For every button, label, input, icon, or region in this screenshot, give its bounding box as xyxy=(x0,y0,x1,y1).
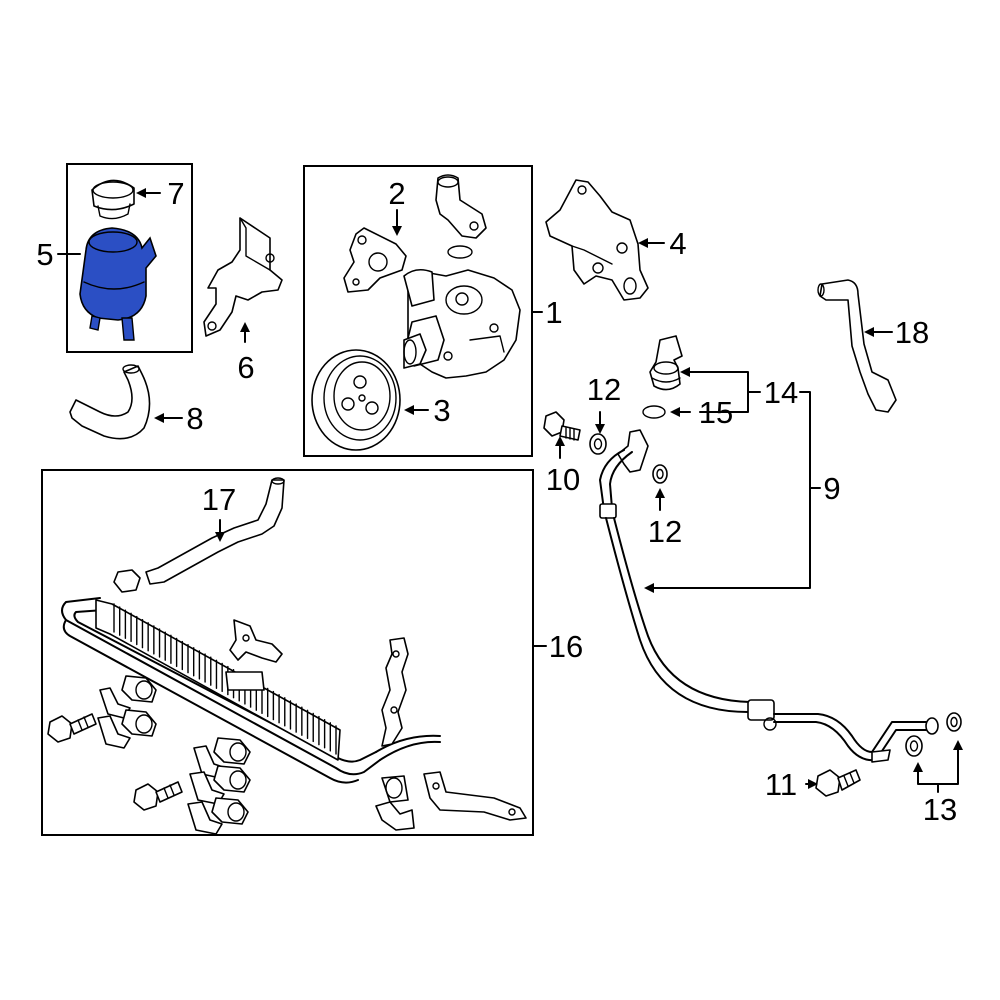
leader-lines xyxy=(57,188,963,793)
callout-12-upper: 12 xyxy=(587,372,621,407)
cooler-clamp-center-3[interactable] xyxy=(187,797,249,835)
reservoir-cap[interactable] xyxy=(91,179,135,220)
banjo-bolt[interactable] xyxy=(543,411,581,441)
callout-2: 2 xyxy=(388,176,405,211)
return-line[interactable] xyxy=(817,279,897,413)
cooler-bolt-left[interactable] xyxy=(47,713,97,743)
pump-mount-bracket[interactable] xyxy=(343,227,407,293)
cooler-clamp-right[interactable] xyxy=(375,775,415,831)
power-steering-reservoir[interactable] xyxy=(79,227,157,341)
oil-cooler[interactable] xyxy=(61,597,441,784)
pump-o-ring[interactable] xyxy=(447,245,473,259)
washer-13-b[interactable] xyxy=(946,712,962,732)
cooler-clamp-left-upper[interactable] xyxy=(99,675,157,719)
cooler-bracket-right[interactable] xyxy=(381,637,409,747)
pump-pulley[interactable] xyxy=(311,349,401,451)
cooler-bolt-center[interactable] xyxy=(133,781,183,811)
cooler-clamp-center-2[interactable] xyxy=(189,765,251,805)
reservoir-hose[interactable] xyxy=(69,364,151,440)
washer-12-b[interactable] xyxy=(652,464,668,484)
callout-4: 4 xyxy=(669,226,686,261)
callout-13: 13 xyxy=(923,792,957,827)
reservoir-bracket[interactable] xyxy=(203,217,283,337)
washer-12-a[interactable] xyxy=(589,433,607,455)
callout-14: 14 xyxy=(764,375,798,410)
callout-10: 10 xyxy=(546,462,580,497)
reservoir-group-box xyxy=(66,163,193,353)
line-bolt[interactable] xyxy=(815,769,861,797)
callout-12-lower: 12 xyxy=(648,514,682,549)
cooler-hose[interactable] xyxy=(113,477,285,593)
callout-6: 6 xyxy=(237,350,254,385)
callout-8: 8 xyxy=(186,401,203,436)
cooler-mount-bracket[interactable] xyxy=(423,771,527,821)
pump-engine-bracket[interactable] xyxy=(545,179,649,301)
cooler-clamp-left-lower[interactable] xyxy=(97,709,157,749)
callout-15: 15 xyxy=(699,395,733,430)
callout-18: 18 xyxy=(895,315,929,350)
callout-labels: 7 5 6 8 2 1 3 4 18 14 15 12 10 12 9 17 1… xyxy=(36,176,957,827)
callout-16: 16 xyxy=(549,629,583,664)
cooler-group-box xyxy=(41,469,534,836)
washer-13-a[interactable] xyxy=(905,735,923,757)
callout-9: 9 xyxy=(823,471,840,506)
power-steering-pump[interactable] xyxy=(403,268,521,379)
callout-3: 3 xyxy=(433,393,450,428)
pressure-line[interactable] xyxy=(599,429,939,763)
callout-1: 1 xyxy=(545,295,562,330)
callout-5: 5 xyxy=(36,237,53,272)
pressure-switch[interactable] xyxy=(649,335,683,391)
callout-11: 11 xyxy=(765,767,797,802)
callout-17: 17 xyxy=(202,482,236,517)
cooler-clip-upper[interactable] xyxy=(229,619,283,663)
switch-o-ring[interactable] xyxy=(642,405,666,419)
pump-outlet-fitting[interactable] xyxy=(435,174,487,239)
callout-7: 7 xyxy=(167,176,184,211)
